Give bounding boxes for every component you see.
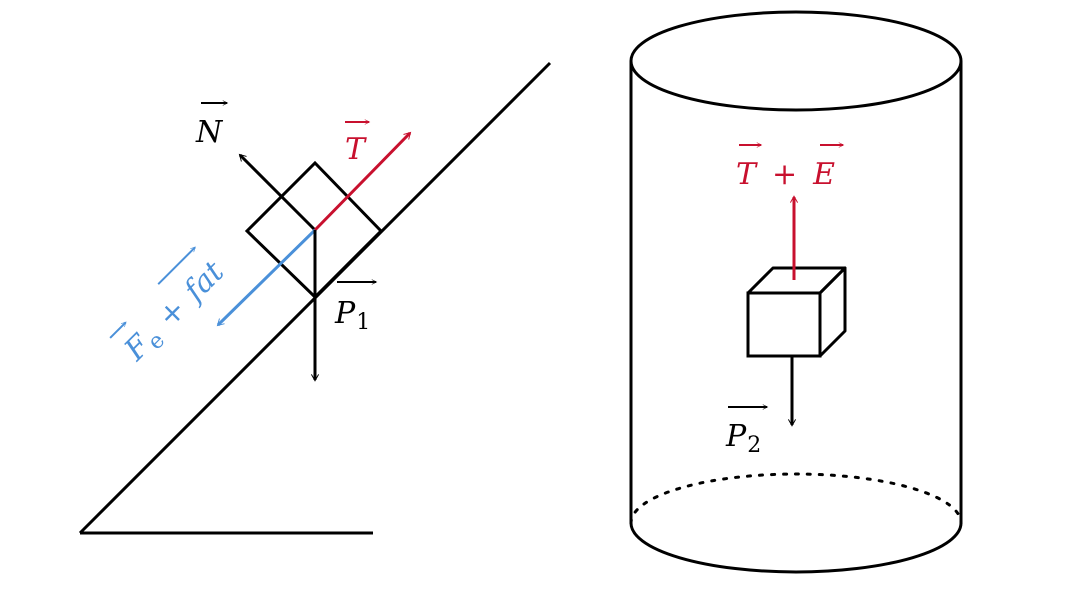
block-on-incline <box>244 160 384 300</box>
cylinder-top <box>629 10 963 112</box>
tension-buoyancy-label: T+E <box>736 142 845 192</box>
weight-label-1: P1 <box>334 279 378 335</box>
tension-buoyancy-expression: T+E <box>736 157 835 192</box>
cylinder-bottom-back <box>629 472 963 525</box>
tension-symbol: T <box>345 132 367 167</box>
cube <box>746 266 847 358</box>
friction-elastic-arrow <box>216 228 317 327</box>
weight-symbol-1: P1 <box>334 296 370 335</box>
tension-label: T <box>345 119 371 167</box>
tension-arrow <box>313 131 412 232</box>
normal-force-symbol: N <box>195 115 224 150</box>
cylinder-diagram: T+E P2 <box>629 10 963 574</box>
weight-symbol-2: P2 <box>725 419 761 458</box>
normal-force-arrow <box>238 153 317 232</box>
normal-force-label: N <box>195 100 229 150</box>
elastic-friction-expression: Fe+fat <box>117 254 234 371</box>
friction-elastic-label: Fe+fat <box>109 246 234 371</box>
cylinder-bottom-front <box>629 522 963 574</box>
inclined-plane-diagram: N T P1 Fe+fat <box>78 61 552 535</box>
weight-label-2: P2 <box>725 404 769 458</box>
